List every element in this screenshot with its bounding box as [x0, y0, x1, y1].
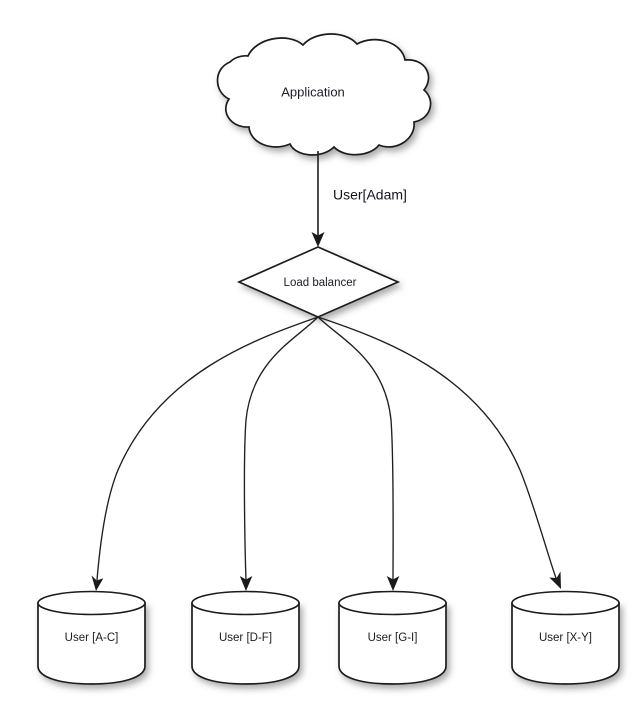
cylinder-body-4 [511, 602, 620, 685]
node-application-cloud[interactable]: Application [216, 33, 432, 156]
edges-balancer-to-databases [91, 316, 561, 591]
load-balancer-label: Load balancer [284, 277, 357, 289]
edge-label-user-adam: User[Adam] [333, 187, 407, 203]
cloud-shape [216, 33, 432, 156]
edge-balancer-to-db-1 [96, 316, 319, 581]
cylinder-body-3 [338, 602, 447, 685]
cylinder-top-3 [338, 590, 447, 616]
edge-arrowhead-db-2 [239, 576, 253, 591]
edge-application-to-balancer: User[Adam] [311, 151, 407, 247]
edge-balancer-to-db-4 [317, 316, 557, 579]
edge-arrowhead-db-3 [386, 576, 400, 591]
edge-balancer-to-db-2 [243, 316, 319, 581]
database-label-1: User [A-C] [65, 632, 119, 644]
database-label-2: User [D-F] [219, 632, 272, 644]
database-label-4: User [X-Y] [539, 632, 592, 644]
cylinder-top-1 [37, 590, 146, 616]
node-database-1[interactable]: User [A-C] [37, 590, 146, 685]
application-balancer-arrowhead [311, 232, 325, 247]
cylinder-top-2 [191, 590, 300, 616]
node-database-2[interactable]: User [D-F] [191, 590, 300, 685]
cylinder-body-1 [37, 602, 146, 685]
cylinder-top-4 [511, 590, 620, 616]
database-label-3: User [G-I] [368, 632, 418, 644]
node-database-4[interactable]: User [X-Y] [511, 590, 620, 685]
edge-arrowhead-db-1 [91, 575, 104, 591]
node-load-balancer[interactable]: Load balancer [236, 246, 401, 318]
cloud-label: Application [281, 84, 345, 99]
node-database-3[interactable]: User [G-I] [338, 590, 447, 685]
edge-balancer-to-db-3 [317, 316, 394, 581]
edge-arrowhead-db-4 [549, 571, 561, 589]
cylinder-body-2 [191, 602, 300, 685]
